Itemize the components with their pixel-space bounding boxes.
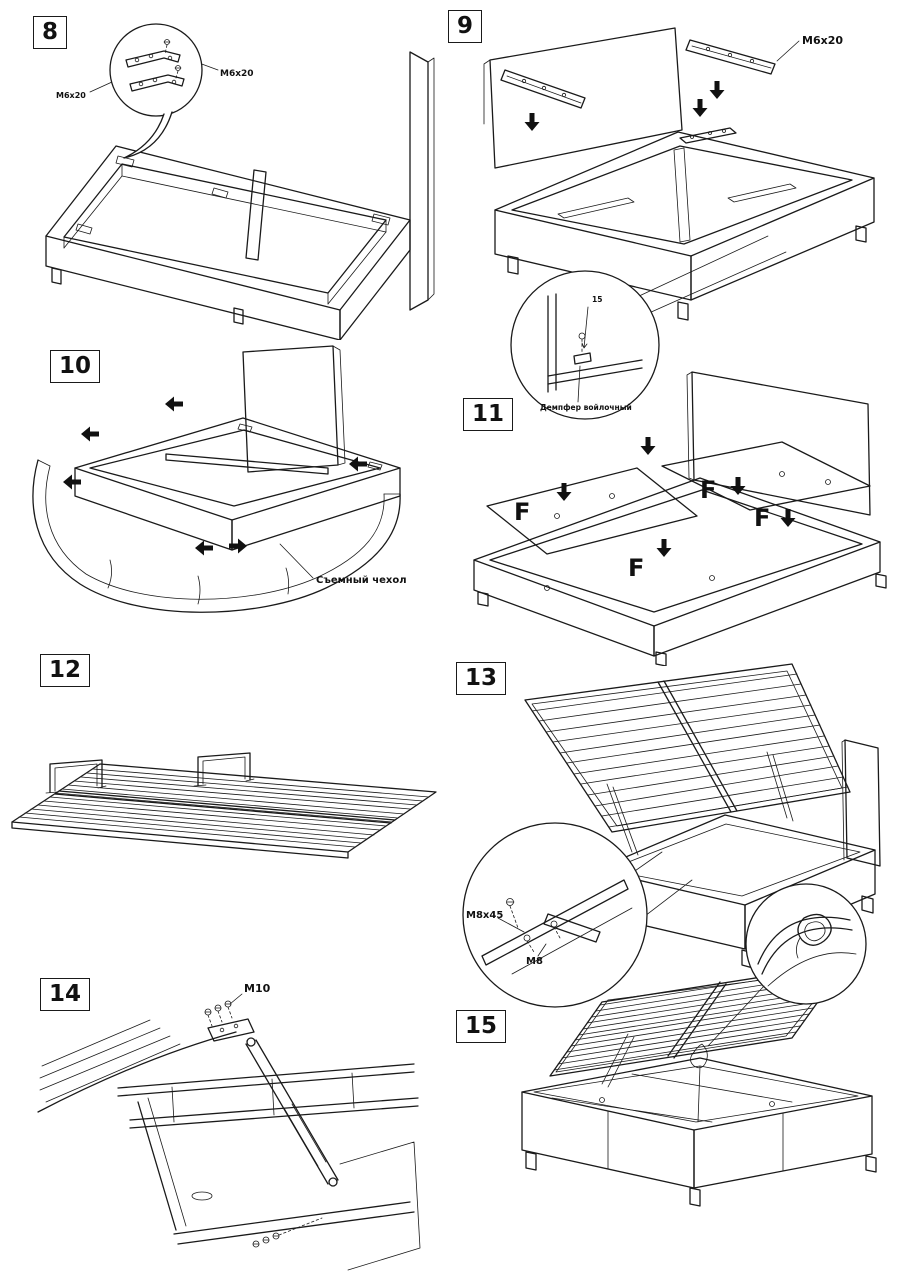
step-number-12: 12: [40, 654, 91, 687]
bed-frame-drawing: [74, 345, 401, 551]
assembled-bed-open-drawing: [521, 963, 877, 1207]
down-arrow: [640, 437, 656, 455]
damper-detail-circle: [510, 235, 787, 420]
step-12-illustration: [11, 752, 437, 859]
step-number-11: 11: [463, 398, 514, 431]
step-number-13: 13: [456, 662, 507, 695]
f-marker-3: F: [754, 504, 770, 532]
down-arrow: [656, 539, 672, 557]
step-8-illustration: M6x20 M6x20: [45, 23, 435, 340]
step-number-8: 8: [33, 16, 68, 49]
pull-arrow: [63, 474, 81, 490]
damper-label: Демпфер войлочный: [540, 403, 632, 412]
nut-size-label: M8: [526, 956, 543, 967]
step-14-illustration: M10: [37, 982, 421, 1271]
step-number-10: 10: [50, 350, 101, 383]
down-arrow: [524, 113, 540, 131]
down-arrow: [692, 99, 708, 117]
bolt-size-label: M10: [244, 982, 271, 995]
removable-cover-drawing: [32, 459, 401, 613]
lift-bracket-parts: [500, 39, 800, 109]
step-10-illustration: Съемный чехол: [32, 345, 407, 613]
down-arrow: [709, 81, 725, 99]
f-marker-2: F: [700, 476, 716, 504]
pull-arrow: [165, 396, 183, 412]
step-15-illustration: [521, 883, 877, 1207]
pull-arrow: [81, 426, 99, 442]
bolt-size-label: M8x45: [466, 910, 503, 921]
down-arrow: [730, 477, 746, 495]
bolt-size-label: M6x20: [802, 34, 843, 47]
bolt-size-label-right: M6x20: [220, 69, 254, 79]
strap-detail-circle: [707, 883, 867, 1047]
step-number-15: 15: [456, 1010, 507, 1043]
step-13-illustration: M8x45 M8: [462, 663, 881, 1008]
bolt-size-label-left: M6x20: [56, 91, 86, 100]
gas-lift-detail-drawing: [37, 993, 421, 1271]
pull-arrow: [349, 456, 367, 472]
cover-label: Съемный чехол: [316, 575, 407, 586]
step-9-illustration: M6x20 15 Демпфер войлочный: [483, 27, 875, 420]
f-marker-4: F: [628, 554, 644, 582]
detail-circle-brackets: [89, 23, 219, 159]
dimension-label: 15: [592, 295, 602, 304]
step-11-illustration: F F F F: [473, 371, 887, 666]
bed-with-bottom-panels-drawing: [473, 371, 887, 666]
step-number-9: 9: [448, 10, 483, 43]
bed-with-headboard-drawing: [483, 27, 875, 321]
step-number-14: 14: [40, 978, 91, 1011]
bed-open-lid-drawing: [524, 663, 881, 969]
f-marker-1: F: [514, 498, 530, 526]
slatted-base-drawing: [11, 752, 437, 859]
bed-frame-drawing: [45, 51, 435, 340]
mechanism-detail-circle: [462, 822, 693, 1008]
